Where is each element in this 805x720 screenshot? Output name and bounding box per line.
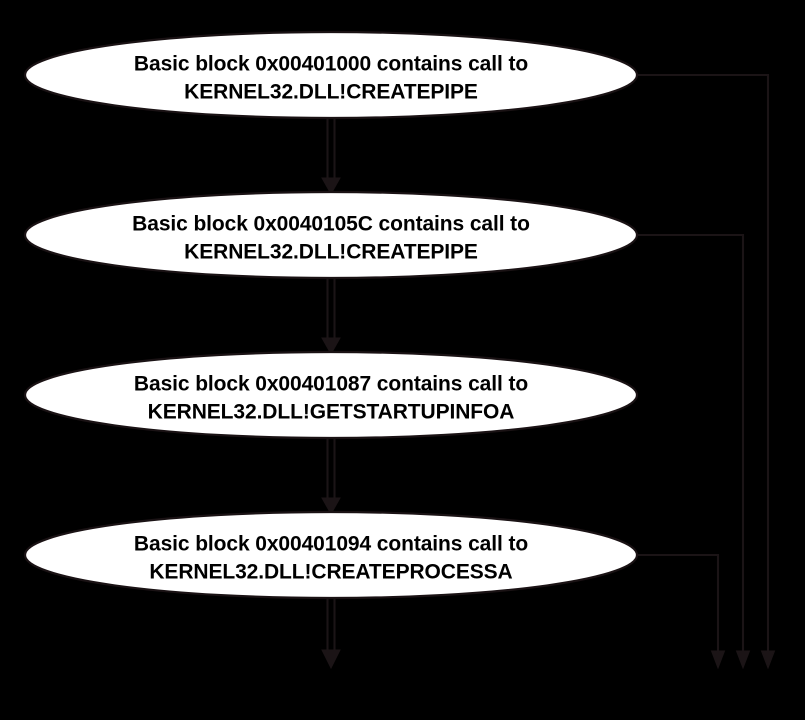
node-label-line1: Basic block 0x00401087 contains call to [134,373,528,396]
node-bb-0040105C[interactable]: Basic block 0x0040105C contains call to … [23,190,639,280]
edge-n1-n2 [321,118,341,196]
node-label-line1: Basic block 0x00401094 contains call to [134,533,528,556]
node-bb-00401000[interactable]: Basic block 0x00401000 contains call to … [23,30,639,120]
node-label-line1: Basic block 0x0040105C contains call to [132,213,530,236]
node-label-line2: KERNEL32.DLL!GETSTARTUPINFOA [148,401,515,424]
node-ellipse[interactable] [23,190,639,280]
edge-n4-right [637,553,726,670]
node-label-line2: KERNEL32.DLL!CREATEPIPE [184,81,478,104]
edge-n2-right [637,233,751,670]
node-label-line2: KERNEL32.DLL!CREATEPIPE [184,241,478,264]
edge-n2-n3 [321,278,341,356]
node-label-line2: KERNEL32.DLL!CREATEPROCESSA [149,561,512,584]
node-ellipse[interactable] [23,510,639,600]
node-bb-00401094[interactable]: Basic block 0x00401094 contains call to … [23,510,639,600]
edge-n4-out [321,598,341,670]
node-ellipse[interactable] [23,30,639,120]
node-label-line1: Basic block 0x00401000 contains call to [134,53,528,76]
edge-n3-n4 [321,438,341,516]
edge-n1-right [637,73,776,670]
node-ellipse[interactable] [23,350,639,440]
node-bb-00401087[interactable]: Basic block 0x00401087 contains call to … [23,350,639,440]
